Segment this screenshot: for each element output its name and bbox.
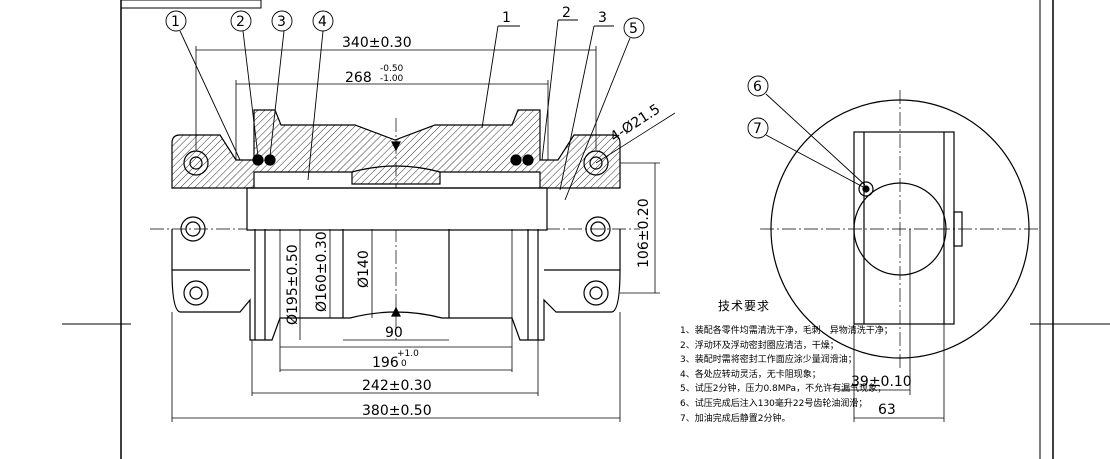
- dim-268: 268: [345, 70, 372, 86]
- dim-380: 380±0.50: [362, 403, 432, 419]
- side-view: [760, 90, 1040, 370]
- dim-39: 39±0.10: [851, 374, 912, 390]
- balloon-6: 6: [753, 79, 762, 95]
- leader-label-3: 3: [598, 10, 607, 26]
- dim-hole: 4-Ø21.5: [607, 101, 663, 145]
- dim-195: Ø195±0.50: [285, 244, 301, 325]
- note-item: 3、装配时需将密封工作面应涂少量润滑油；: [680, 355, 857, 366]
- balloon-1: 1: [171, 14, 180, 30]
- leader-label-1: 1: [502, 10, 511, 26]
- leader-label-2: 2: [562, 5, 571, 21]
- note-item: 1、装配各零件均需清洗干净，毛刺、异物清洗干净；: [680, 326, 893, 336]
- balloon-3: 3: [277, 14, 286, 30]
- dim-160: Ø160±0.30: [314, 231, 330, 312]
- dim-196-upper: +1.0: [397, 349, 419, 359]
- technical-requirements-list: 1、装配各零件均需清洗干净，毛刺、异物清洗干净； 2、浮动环及浮动密封圈应清洁，…: [680, 324, 893, 426]
- balloon-7: 7: [753, 121, 762, 137]
- dim-242: 242±0.30: [362, 378, 432, 394]
- note-item: 7、加油完成后静置2分钟。: [680, 413, 791, 424]
- front-view: [150, 109, 640, 341]
- drawing-frame: [62, 0, 1110, 459]
- dim-140: Ø140: [356, 250, 372, 288]
- dim-196: 196: [372, 355, 399, 371]
- dim-268-lower: -1.00: [380, 74, 404, 84]
- balloon-5: 5: [629, 21, 638, 37]
- side-dimensions: [840, 229, 945, 422]
- balloon-markers: [165, 10, 866, 201]
- technical-requirements-title: 技术要求: [718, 299, 771, 313]
- dim-90: 90: [385, 325, 403, 341]
- note-item: 5、试压2分钟，压力0.8MPa，不允许有漏气现象；: [680, 384, 887, 395]
- dim-63: 63: [878, 402, 896, 418]
- front-dimensions: [171, 46, 676, 422]
- balloon-labels: 1 2 3 4 5 6 7 1 2 3: [171, 5, 762, 137]
- dim-196-lower: 0: [401, 359, 407, 369]
- note-item: 2、浮动环及浮动密封圈应清洁，干燥；: [680, 340, 839, 351]
- note-item: 4、各处应转动灵活，无卡阻现象；: [680, 369, 821, 380]
- balloon-2: 2: [236, 14, 245, 30]
- balloon-4: 4: [318, 14, 327, 30]
- note-item: 6、试压完成后注入130毫升22号齿轮油润滑；: [680, 398, 868, 409]
- dim-340: 340±0.30: [342, 35, 412, 51]
- dim-268-upper: -0.50: [380, 64, 404, 74]
- dim-106: 106±0.20: [636, 198, 652, 268]
